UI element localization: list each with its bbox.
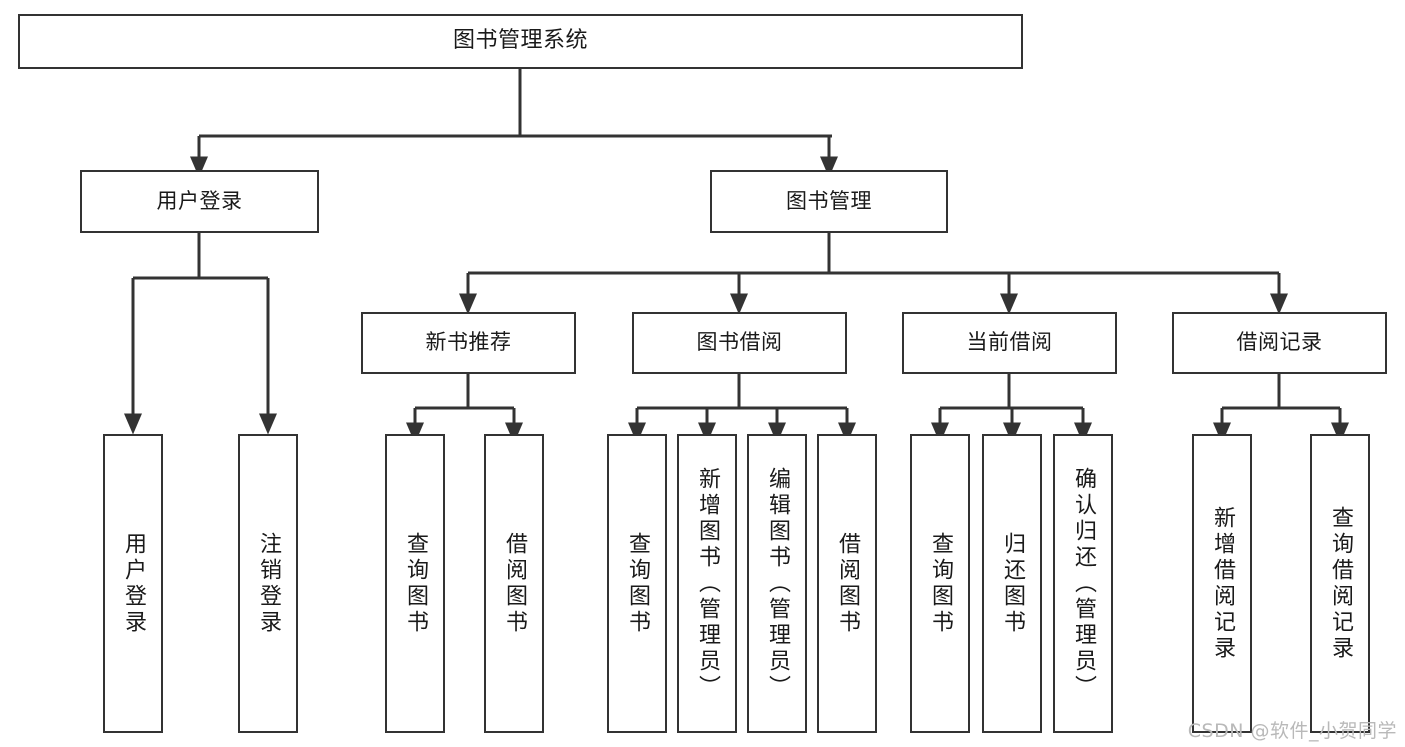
leaf-new-book-borrow[interactable]: 借阅图书 bbox=[484, 434, 544, 733]
node-label: 新书推荐 bbox=[425, 330, 512, 355]
leaf-borrow-borrow-book[interactable]: 借阅图书 bbox=[817, 434, 877, 733]
node-root-system[interactable]: 图书管理系统 bbox=[18, 14, 1023, 69]
node-label: 归还图书 bbox=[1000, 531, 1025, 636]
node-label: 图书管理系统 bbox=[452, 28, 588, 54]
node-label: 借阅图书 bbox=[835, 531, 860, 636]
leaf-borrow-edit-book[interactable]: 编辑图书（管理员） bbox=[747, 434, 807, 733]
node-book-borrow[interactable]: 图书借阅 bbox=[632, 312, 847, 374]
node-label: 新增图书（管理员） bbox=[695, 466, 720, 701]
leaf-borrow-query-book[interactable]: 查询图书 bbox=[607, 434, 667, 733]
node-label: 查询图书 bbox=[403, 531, 428, 636]
node-label: 注销登录 bbox=[256, 531, 281, 636]
leaf-current-query-book[interactable]: 查询图书 bbox=[910, 434, 970, 733]
node-label: 查询借阅记录 bbox=[1328, 505, 1353, 662]
leaf-borrow-add-book[interactable]: 新增图书（管理员） bbox=[677, 434, 737, 733]
node-label: 编辑图书（管理员） bbox=[765, 466, 790, 701]
node-label: 借阅记录 bbox=[1236, 330, 1323, 355]
leaf-records-query-record[interactable]: 查询借阅记录 bbox=[1310, 434, 1370, 733]
node-label: 用户登录 bbox=[156, 188, 243, 213]
node-label: 当前借阅 bbox=[966, 330, 1053, 355]
leaf-new-book-query[interactable]: 查询图书 bbox=[385, 434, 445, 733]
leaf-current-confirm-return[interactable]: 确认归还（管理员） bbox=[1053, 434, 1113, 733]
leaf-records-add-record[interactable]: 新增借阅记录 bbox=[1192, 434, 1252, 733]
leaf-user-login-signin[interactable]: 用户登录 bbox=[103, 434, 163, 733]
node-label: 图书管理 bbox=[786, 188, 872, 213]
node-new-book-recommend[interactable]: 新书推荐 bbox=[361, 312, 576, 374]
leaf-current-return-book[interactable]: 归还图书 bbox=[982, 434, 1042, 733]
node-borrow-records[interactable]: 借阅记录 bbox=[1172, 312, 1387, 374]
node-label: 确认归还（管理员） bbox=[1071, 466, 1096, 701]
node-label: 借阅图书 bbox=[502, 531, 527, 636]
node-label: 图书借阅 bbox=[696, 330, 783, 355]
node-user-login[interactable]: 用户登录 bbox=[80, 170, 319, 233]
node-label: 查询图书 bbox=[928, 531, 953, 636]
node-label: 查询图书 bbox=[625, 531, 650, 636]
node-book-management[interactable]: 图书管理 bbox=[710, 170, 948, 233]
node-label: 用户登录 bbox=[121, 531, 146, 636]
node-current-borrow[interactable]: 当前借阅 bbox=[902, 312, 1117, 374]
node-label: 新增借阅记录 bbox=[1210, 505, 1235, 662]
leaf-user-login-signout[interactable]: 注销登录 bbox=[238, 434, 298, 733]
